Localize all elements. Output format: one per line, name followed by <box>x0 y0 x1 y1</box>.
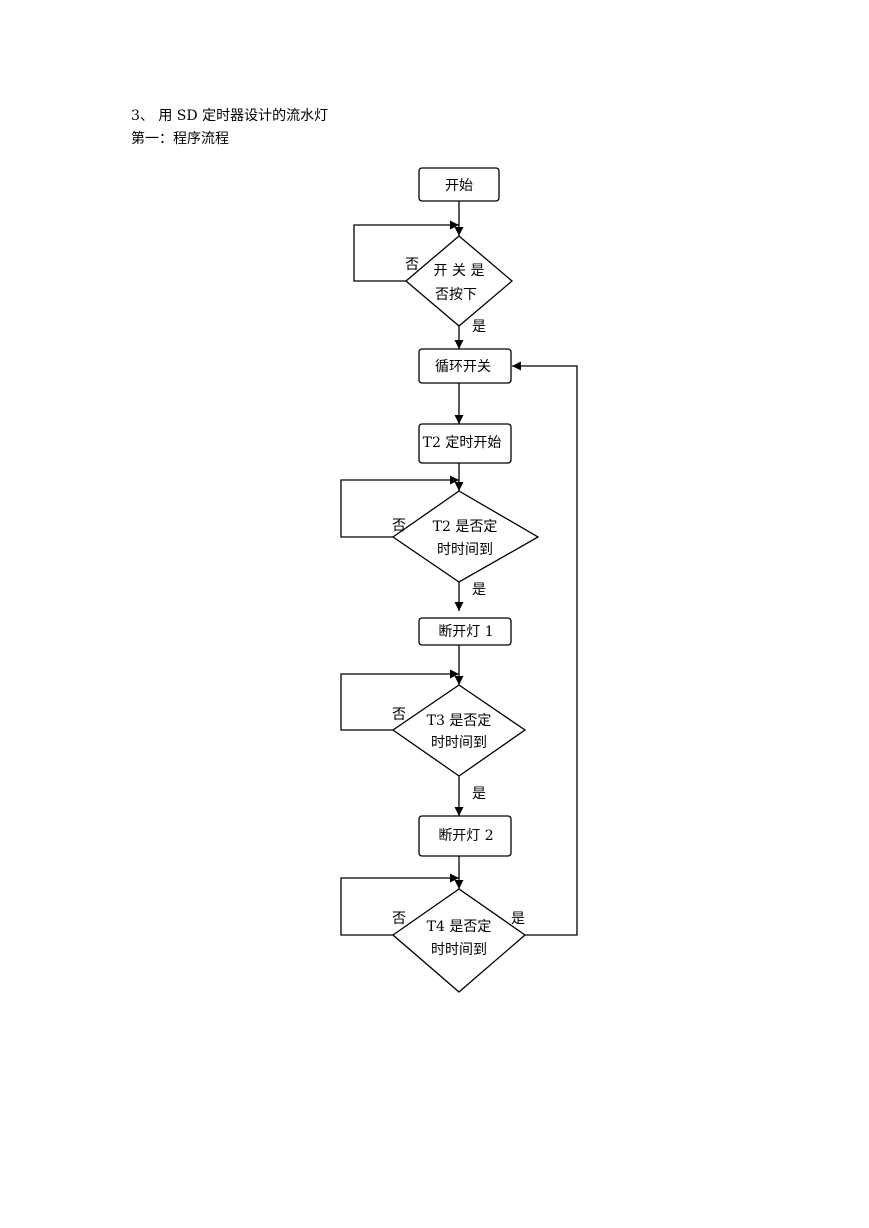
switch-check-decision <box>404 235 514 327</box>
arrow-t4-check-back-to-loop <box>512 361 578 936</box>
t3-check-no-label: 否 <box>392 707 406 723</box>
t2-check-no-label: 否 <box>392 518 406 534</box>
loop-t2-check-no <box>340 475 459 538</box>
t2-check-decision <box>391 490 540 583</box>
t2-check-label-line2: 时时间到 <box>437 542 493 558</box>
start-label: 开始 <box>445 178 473 194</box>
light1-off-node <box>418 617 512 646</box>
switch-check-no-label: 否 <box>405 257 419 273</box>
t4-check-decision <box>391 888 527 993</box>
loop-switch-check-no <box>353 220 459 282</box>
loop-switch-label: 循环开关 <box>435 359 491 375</box>
switch-check-label-line2: 否按下 <box>435 287 477 303</box>
light2-off-label: 断开灯 2 <box>438 828 493 844</box>
t4-check-label-line1: T4 是否定 <box>427 919 492 935</box>
t4-check-label-line2: 时时间到 <box>431 942 487 958</box>
t4-check-no-label: 否 <box>392 911 406 927</box>
switch-check-yes-label: 是 <box>472 319 486 335</box>
t3-check-decision <box>391 684 527 777</box>
section-heading: 3、 用 SD 定时器设计的流水灯 <box>131 108 329 124</box>
t4-check-yes-label: 是 <box>511 911 525 927</box>
t3-check-label-line2: 时时间到 <box>431 735 487 751</box>
t2-start-label: T2 定时开始 <box>423 435 502 451</box>
switch-check-label-line1: 开 关 是 <box>434 263 485 279</box>
t2-check-yes-label: 是 <box>472 582 486 598</box>
section-subheading: 第一：程序流程 <box>131 131 229 147</box>
t2-check-label-line1: T2 是否定 <box>433 519 498 535</box>
loop-switch-node <box>418 348 512 384</box>
loop-t4-check-no <box>340 873 459 936</box>
t3-check-label-line1: T3 是否定 <box>427 713 492 729</box>
t2-start-node <box>418 423 512 464</box>
start-node <box>418 167 500 202</box>
t3-check-yes-label: 是 <box>472 786 486 802</box>
light1-off-label: 断开灯 1 <box>438 624 493 640</box>
loop-t3-check-no <box>340 669 459 731</box>
light2-off-node <box>418 815 512 857</box>
